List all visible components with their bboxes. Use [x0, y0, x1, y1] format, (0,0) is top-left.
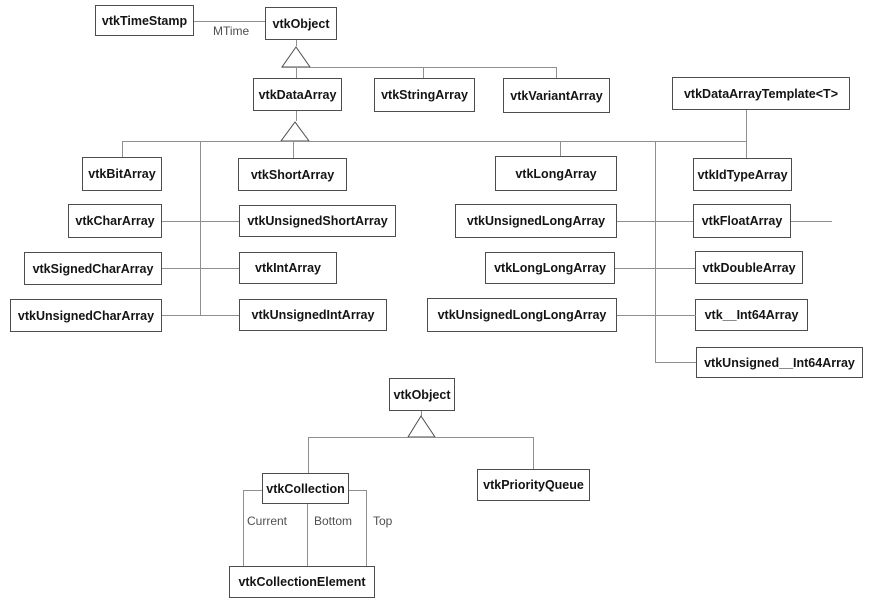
- node-vtkobject-bottom: vtkObject: [389, 378, 455, 411]
- edge-collection-left-hook: [243, 490, 262, 491]
- edge-drop-shortarray: [293, 141, 294, 158]
- edge-object1-triangle-stub: [296, 40, 297, 46]
- edge-label-bottom: Bottom: [314, 514, 353, 528]
- node-vtkunsignedshortarray: vtkUnsignedShortArray: [239, 205, 396, 237]
- node-vtkunsignedlongarray: vtkUnsignedLongArray: [455, 204, 617, 238]
- node-vtkint64array: vtk__Int64Array: [695, 299, 808, 331]
- node-vtkcollection: vtkCollection: [262, 473, 349, 504]
- edge-chararray-unsignedshortarray: [162, 221, 239, 222]
- node-vtkshortarray: vtkShortArray: [238, 158, 347, 191]
- node-vtkidtypearray: vtkIdTypeArray: [693, 158, 792, 191]
- edge-spine-unsignedint64array: [655, 362, 696, 363]
- edge-drop-dataarray: [296, 67, 297, 78]
- edge-label-top: Top: [373, 514, 393, 528]
- edge-object2-triangle-stub: [421, 411, 422, 416]
- node-vtkintarray: vtkIntArray: [239, 252, 337, 284]
- node-vtkdataarraytemplate: vtkDataArrayTemplate<T>: [672, 77, 850, 110]
- inheritance-triangle-object2: [407, 415, 436, 438]
- edge-unsignedlonglongarray-int64array: [617, 315, 696, 316]
- node-vtkfloatarray: vtkFloatArray: [693, 204, 791, 238]
- edge-floatarray-right-stub: [791, 221, 832, 222]
- edge-dataarray-triangle-stub: [296, 111, 297, 121]
- node-vtkdataarray: vtkDataArray: [253, 78, 342, 111]
- inheritance-triangle-dataarray: [280, 121, 310, 142]
- node-vtkdoublearray: vtkDoubleArray: [695, 251, 803, 284]
- edge-drop-variantarray: [556, 67, 557, 78]
- edge-object2-children-bus: [308, 437, 533, 438]
- edge-drop-bitarray: [122, 141, 123, 157]
- node-vtkunsignedint64array: vtkUnsigned__Int64Array: [696, 347, 863, 378]
- inheritance-triangle-object1: [281, 46, 311, 68]
- edge-unsignedchararray-unsignedintarray: [162, 315, 239, 316]
- edge-drop-collection: [308, 437, 309, 473]
- node-vtkunsignedlonglongarray: vtkUnsignedLongLongArray: [427, 298, 617, 332]
- node-vtkstringarray: vtkStringArray: [374, 78, 475, 112]
- edge-left-spine: [200, 141, 201, 316]
- edge-object1-children-bus: [282, 67, 556, 68]
- node-vtkbitarray: vtkBitArray: [82, 157, 162, 191]
- edge-longlongarray-doublearray: [615, 268, 695, 269]
- edge-timestamp-object: [194, 21, 265, 22]
- edge-drop-priorityqueue: [533, 437, 534, 469]
- node-vtkvariantarray: vtkVariantArray: [503, 78, 610, 113]
- edge-unsignedlongarray-floatarray: [617, 221, 693, 222]
- node-vtktimestamp: vtkTimeStamp: [95, 5, 194, 36]
- edge-top-line: [366, 490, 367, 566]
- edge-drop-longarray: [560, 141, 561, 156]
- node-vtkchararray: vtkCharArray: [68, 204, 162, 238]
- edge-label-mtime: MTime: [213, 24, 250, 38]
- node-vtkcollectionelement: vtkCollectionElement: [229, 566, 375, 598]
- edge-collection-right-hook: [349, 490, 366, 491]
- edge-current-line: [243, 490, 244, 566]
- edge-label-current: Current: [247, 514, 288, 528]
- node-vtkunsignedchararray: vtkUnsignedCharArray: [10, 299, 162, 332]
- edge-template-drop-idtypearray: [746, 110, 747, 158]
- edge-right-spine: [655, 141, 656, 362]
- node-vtklonglongarray: vtkLongLongArray: [485, 252, 615, 284]
- node-vtksignedchararray: vtkSignedCharArray: [24, 252, 162, 285]
- node-vtkpriorityqueue: vtkPriorityQueue: [477, 469, 590, 501]
- node-vtkunsignedintarray: vtkUnsignedIntArray: [239, 299, 387, 331]
- edge-drop-stringarray: [423, 67, 424, 78]
- edge-signedchararray-intarray: [162, 268, 239, 269]
- edge-bottom-line: [307, 504, 308, 566]
- node-vtklongarray: vtkLongArray: [495, 156, 617, 191]
- node-vtkobject-top: vtkObject: [265, 7, 337, 40]
- edge-dataarray-children-bus: [122, 141, 746, 142]
